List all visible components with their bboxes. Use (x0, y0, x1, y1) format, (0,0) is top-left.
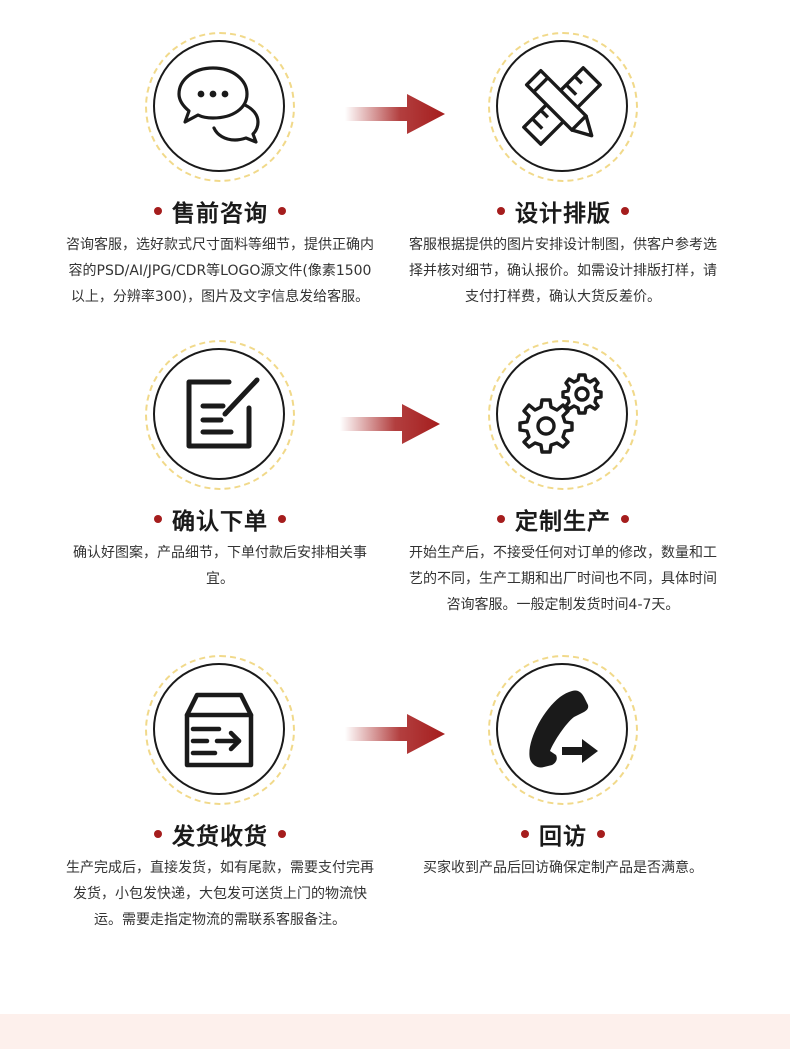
title-dot-right (621, 207, 629, 215)
title-dot-right (278, 207, 286, 215)
step-custom-production: 定制生产 开始生产后，不接受任何对订单的修改，数量和工艺的不同，生产工期和出厂时… (403, 340, 723, 618)
step-description: 咨询客服，选好款式尺寸面料等细节，提供正确内容的PSD/AI/JPG/CDR等L… (66, 237, 374, 305)
title-dot-right (278, 830, 286, 838)
step-title: 确认下单 (172, 509, 268, 535)
gears-icon (518, 373, 603, 454)
step-title: 回访 (539, 824, 587, 850)
step-icon-frame (145, 32, 295, 182)
title-dot-right (621, 515, 629, 523)
phone-callback-icon (529, 690, 598, 768)
step-title: 发货收货 (172, 824, 268, 850)
chat-bubbles-icon (177, 66, 260, 144)
bottom-band (0, 1014, 790, 1049)
step-description: 开始生产后，不接受任何对订单的修改，数量和工艺的不同，生产工期和出厂时间也不同，… (409, 545, 717, 613)
title-dot-left (497, 207, 505, 215)
pencil-ruler-icon (522, 66, 602, 146)
step-icon-frame (488, 655, 638, 805)
step-icon-frame (488, 32, 638, 182)
step-description: 确认好图案，产品细节，下单付款后安排相关事宜。 (73, 545, 367, 587)
step-description: 客服根据提供的图片安排设计制图，供客户参考选择并核对细节，确认报价。如需设计排版… (409, 237, 717, 305)
title-dot-left (154, 207, 162, 215)
flow-arrow-icon (340, 404, 440, 444)
step-follow-up: 回访 买家收到产品后回访确保定制产品是否满意。 (403, 655, 723, 881)
title-dot-left (154, 515, 162, 523)
step-title: 售前咨询 (172, 201, 268, 227)
title-dot-right (278, 515, 286, 523)
step-design-layout: 设计排版 客服根据提供的图片安排设计制图，供客户参考选择并核对细节，确认报价。如… (403, 32, 723, 310)
step-description: 买家收到产品后回访确保定制产品是否满意。 (423, 860, 703, 876)
title-dot-left (521, 830, 529, 838)
step-title: 定制生产 (515, 509, 611, 535)
title-dot-left (154, 830, 162, 838)
shipping-box-icon (184, 692, 254, 768)
step-icon-frame (145, 340, 295, 490)
flow-arrow-icon (345, 94, 445, 134)
step-confirm-order: 确认下单 确认好图案，产品细节，下单付款后安排相关事宜。 (60, 340, 380, 592)
title-dot-left (497, 515, 505, 523)
flow-arrow-icon (345, 714, 445, 754)
step-icon-frame (488, 340, 638, 490)
edit-note-icon (186, 377, 260, 449)
title-dot-right (597, 830, 605, 838)
step-ship-receive: 发货收货 生产完成后，直接发货，如有尾款，需要支付完再发货，小包发快递，大包发可… (60, 655, 380, 933)
step-icon-frame (145, 655, 295, 805)
step-title: 设计排版 (515, 201, 611, 227)
step-presale-consult: 售前咨询 咨询客服，选好款式尺寸面料等细节，提供正确内容的PSD/AI/JPG/… (60, 32, 380, 310)
step-description: 生产完成后，直接发货，如有尾款，需要支付完再发货，小包发快递，大包发可送货上门的… (66, 860, 374, 928)
